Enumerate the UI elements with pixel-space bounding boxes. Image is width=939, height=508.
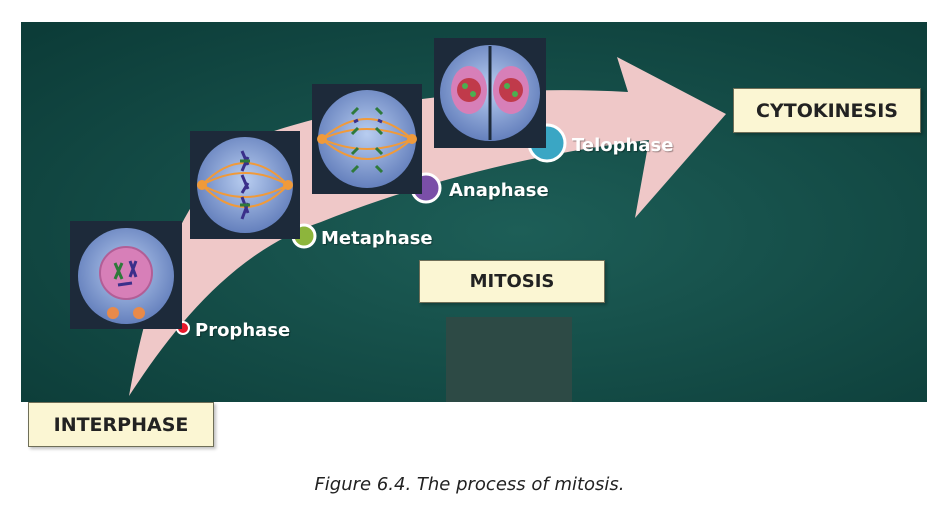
- dark-panel: [446, 317, 572, 402]
- figure-caption: Figure 6.4. The process of mitosis.: [314, 474, 625, 495]
- interphase-box: INTERPHASE: [28, 402, 214, 447]
- prophase-cell-image: [70, 221, 182, 329]
- telophase-label: Telophase: [572, 135, 674, 156]
- mitosis-box: MITOSIS: [419, 260, 605, 303]
- telophase-cell-image: [434, 38, 546, 148]
- anaphase-label: Anaphase: [449, 180, 549, 201]
- metaphase-label: Metaphase: [321, 228, 433, 249]
- cytokinesis-box: CYTOKINESIS: [733, 88, 921, 133]
- mitosis-figure: CYTOKINESIS MITOSIS Prophase Metaphase A…: [21, 22, 927, 402]
- prophase-label: Prophase: [195, 320, 291, 341]
- metaphase-cell-image: [190, 131, 300, 239]
- anaphase-cell-image: [312, 84, 422, 194]
